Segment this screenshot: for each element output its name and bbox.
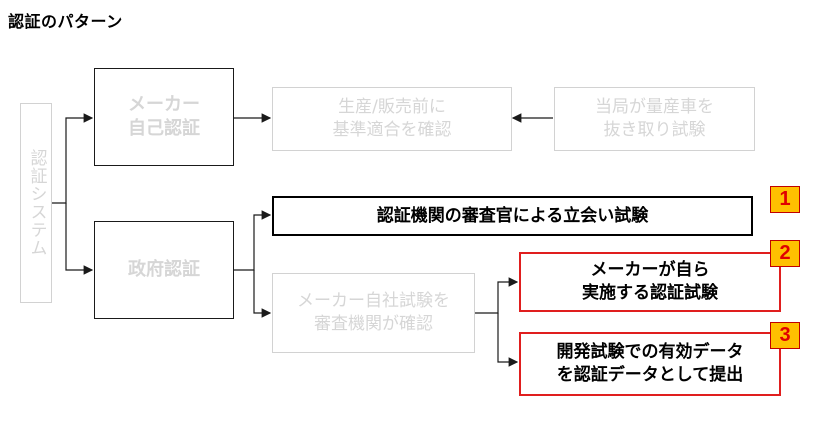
badge-1: 1	[770, 186, 800, 213]
arrow-system-to-maker	[52, 113, 94, 204]
arrow-gov-to-examiner	[234, 210, 272, 271]
maker-self-cert-box: メーカー 自己認証	[94, 68, 234, 166]
pre-sale-check-box: 生産/販売前に 基準適合を確認	[272, 87, 512, 151]
examiner-witness-test-box: 認証機関の審査官による立会い試験	[272, 196, 753, 236]
arrow-gov-to-inhouse	[253, 270, 272, 318]
maker-inhouse-test-box: メーカー自社試験を 審査機関が確認	[272, 273, 475, 353]
page-title: 認証のパターン	[8, 12, 123, 31]
authority-sample-test-box: 当局が量産車を 抜き取り試験	[554, 87, 755, 151]
badge-2: 2	[770, 240, 800, 267]
arrow-system-to-gov	[65, 203, 94, 275]
maker-own-test-box: メーカーが自ら 実施する認証試験	[519, 252, 781, 312]
system-box: 認証システム	[20, 103, 52, 303]
arrow-inhouse-to-dev	[497, 313, 519, 367]
arrow-inhouse-to-own	[475, 277, 519, 314]
gov-cert-box: 政府認証	[94, 221, 234, 319]
dev-data-submit-box: 開発試験での有効データ を認証データとして提出	[519, 332, 781, 396]
badge-3: 3	[770, 322, 800, 349]
